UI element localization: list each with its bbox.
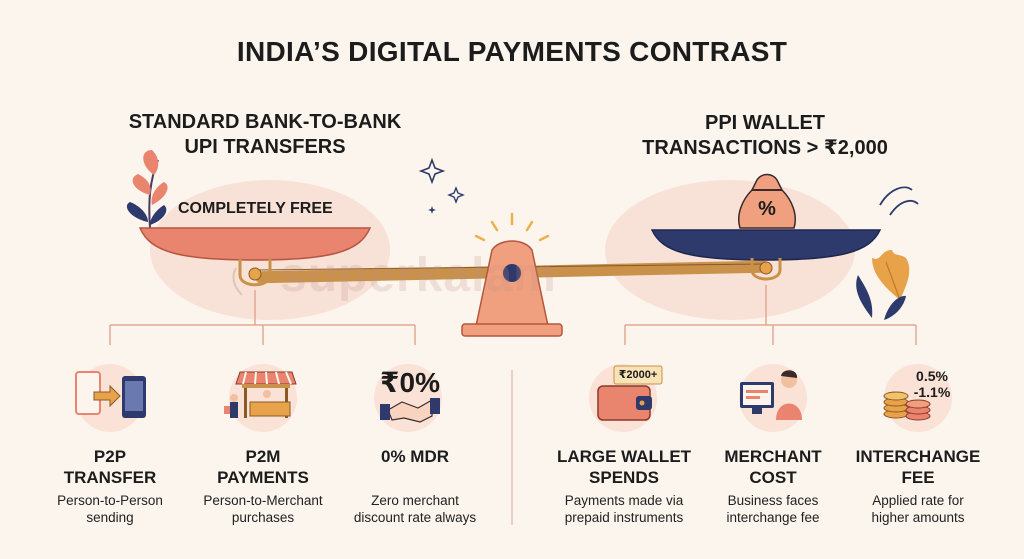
item-desc-line2: sending	[86, 510, 134, 525]
interchange-rate-line2: -1.1%	[913, 384, 951, 400]
sparkle-icon	[418, 157, 446, 185]
item-desc-line2: higher amounts	[871, 510, 965, 525]
wallet-amount-text: ₹2000+	[618, 369, 658, 381]
item-title-line1: 0% MDR	[380, 447, 449, 466]
coin-stack-icon	[883, 391, 931, 421]
phone-transfer-icon	[75, 371, 146, 418]
left-heading-line1: STANDARD BANK-TO-BANK	[128, 111, 402, 133]
item-title-line1: P2P	[93, 447, 127, 466]
item-desc: Business faces interchange fee	[698, 492, 848, 526]
item-title-line2: PAYMENTS	[217, 468, 309, 487]
item-title: MERCHANT COST	[698, 446, 848, 488]
swirl-decoration	[232, 267, 243, 296]
item-desc-line2: purchases	[231, 510, 295, 525]
item-desc: Zero merchant discount rate always	[340, 492, 490, 526]
item-desc: Person-to-Merchant purchases	[188, 492, 338, 526]
item-zero-mdr: 0% MDR Zero merchant discount rate alway…	[340, 446, 490, 526]
watermark: superkalam	[280, 249, 557, 302]
item-desc: Payments made via prepaid instruments	[546, 492, 702, 526]
left-connectors	[109, 290, 416, 345]
item-title-line2: COST	[749, 468, 797, 487]
item-desc-line2: discount rate always	[353, 510, 477, 525]
item-desc-line1: Payments made via	[564, 493, 684, 508]
item-title: LARGE WALLET SPENDS	[546, 446, 702, 488]
item-desc-line2: prepaid instruments	[564, 510, 684, 525]
item-desc-line1: Person-to-Person	[57, 493, 163, 508]
item-title-line2: SPENDS	[589, 468, 659, 487]
item-title-line1: INTERCHANGE	[855, 447, 981, 466]
item-title: P2P TRANSFER	[35, 446, 185, 488]
item-large-wallet-spends: LARGE WALLET SPENDS Payments made via pr…	[546, 446, 702, 526]
sparkle-icon	[428, 206, 436, 214]
item-desc-line1: Person-to-Merchant	[203, 493, 323, 508]
item-desc-line1: Zero merchant	[371, 493, 459, 508]
merchant-computer-icon	[740, 370, 802, 420]
left-heading-line2: UPI TRANSFERS	[184, 136, 346, 158]
item-title: P2M PAYMENTS	[188, 446, 338, 488]
fulcrum	[475, 240, 549, 327]
market-stall-icon	[224, 371, 297, 418]
item-desc: Person-to-Person sending	[35, 492, 185, 526]
wallet-icon	[597, 365, 663, 421]
right-connectors	[624, 285, 917, 345]
autumn-leaf-icon	[856, 250, 910, 320]
item-desc-line1: Applied rate for	[872, 493, 964, 508]
item-p2p-transfer: P2P TRANSFER Person-to-Person sending	[35, 446, 185, 526]
free-label: COMPLETELY FREE	[178, 200, 333, 217]
sparkle-icon	[447, 186, 465, 204]
item-interchange-fee: INTERCHANGE FEE Applied rate for higher …	[843, 446, 993, 526]
leaf-icon	[126, 150, 168, 229]
item-desc: Applied rate for higher amounts	[843, 492, 993, 526]
handshake-icon	[380, 398, 440, 423]
page-title: INDIA’S DIGITAL PAYMENTS CONTRAST	[236, 36, 788, 67]
rupee-zero-percent-text: ₹0%	[380, 367, 440, 398]
swirl-decoration	[889, 199, 919, 216]
right-heading: PPI WALLET TRANSACTIONS > ₹2,000	[600, 111, 930, 161]
item-title-line1: MERCHANT	[724, 447, 822, 466]
item-title-line2: TRANSFER	[63, 468, 157, 487]
swirl-decoration	[879, 186, 913, 206]
item-title-line2: FEE	[901, 468, 935, 487]
icon-backgrounds	[76, 364, 952, 432]
item-title-line1: LARGE WALLET	[556, 447, 692, 466]
left-heading: STANDARD BANK-TO-BANK UPI TRANSFERS	[100, 110, 430, 160]
item-title-line1: P2M	[245, 447, 281, 466]
money-bag-icon	[738, 173, 796, 229]
item-desc-line1: Business faces	[727, 493, 819, 508]
right-heading-line1: PPI WALLET	[705, 112, 825, 134]
item-p2m-payments: P2M PAYMENTS Person-to-Merchant purchase…	[188, 446, 338, 526]
item-title: INTERCHANGE FEE	[843, 446, 993, 488]
right-heading-line2: TRANSACTIONS > ₹2,000	[642, 137, 888, 159]
money-bag-percent: %	[758, 198, 776, 220]
left-pan	[138, 227, 372, 261]
shine-rays	[474, 212, 550, 242]
item-desc-line2: interchange fee	[726, 510, 820, 525]
item-title: 0% MDR	[340, 446, 490, 467]
interchange-rate-line1: 0.5%	[916, 368, 948, 384]
interchange-rate-text: 0.5% -1.1%	[902, 368, 962, 400]
item-merchant-cost: MERCHANT COST Business faces interchange…	[698, 446, 848, 526]
right-pan	[650, 229, 882, 261]
